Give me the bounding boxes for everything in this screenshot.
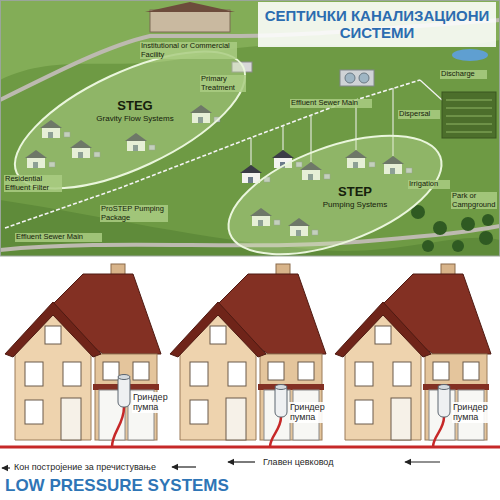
flow-arrow bbox=[172, 466, 196, 467]
system-region: STEPPumping Systems bbox=[220, 140, 450, 250]
flow-arrow bbox=[2, 467, 10, 468]
region-text: STEPPumping Systems bbox=[315, 184, 395, 209]
region-outline-svg bbox=[220, 140, 450, 250]
system-region: STEGGravity Flow Systems bbox=[0, 50, 260, 190]
tree bbox=[479, 231, 493, 245]
region-subtitle: Gravity Flow Systems bbox=[85, 114, 185, 124]
callout-label: Effluent Sewer Main bbox=[290, 99, 372, 108]
tree bbox=[452, 240, 464, 252]
grinder-pump bbox=[438, 385, 450, 417]
callout-label: Institutional or Commercial Facility bbox=[140, 42, 237, 59]
landscape-hill bbox=[0, 0, 500, 80]
dispersal-field bbox=[442, 92, 496, 138]
callout-label: Discharge bbox=[440, 70, 487, 79]
region-heading: STEG bbox=[85, 98, 185, 114]
field-stripes bbox=[446, 100, 492, 132]
discharge-water bbox=[452, 49, 488, 61]
tree bbox=[482, 214, 494, 226]
part-label: Гриндер пумпа bbox=[289, 402, 333, 423]
callout-label: Irrigation bbox=[408, 180, 450, 189]
flow-arrow bbox=[228, 461, 255, 462]
region-heading: STEP bbox=[315, 184, 395, 200]
region-outline bbox=[0, 24, 264, 217]
main-pipe bbox=[0, 446, 500, 449]
treatment-tank bbox=[359, 73, 369, 83]
callout-label: Residential Effluent Filter bbox=[4, 175, 62, 192]
diagram-caption: LOW PRESSURE SYSTEMS bbox=[5, 476, 229, 496]
service-pipe bbox=[270, 417, 281, 447]
facility-building bbox=[150, 10, 230, 32]
part-label: Главен цевковод bbox=[262, 457, 334, 467]
callout-label: Effluent Sewer Main bbox=[15, 233, 102, 242]
callout-label: Dispersal bbox=[398, 110, 440, 119]
service-pipe bbox=[112, 407, 124, 447]
pump-lid bbox=[275, 385, 287, 390]
region-outline bbox=[213, 112, 456, 279]
tree bbox=[422, 240, 434, 252]
callout-label: Primary Treatment bbox=[200, 75, 246, 92]
grinder-pump bbox=[275, 385, 287, 417]
facility-roof bbox=[145, 2, 235, 12]
dispersal-line bbox=[420, 80, 442, 100]
tree bbox=[433, 221, 447, 235]
region-subtitle: Pumping Systems bbox=[315, 200, 395, 210]
treatment-plant bbox=[340, 70, 374, 86]
diagram-title: СЕПТИЧКИ КАНАЛИЗАЦИОНИ СИСТЕМИ bbox=[258, 2, 496, 47]
region-text: STEGGravity Flow Systems bbox=[85, 98, 185, 123]
grinder-pump bbox=[118, 375, 130, 407]
tree bbox=[461, 217, 475, 231]
part-label: Гриндер пумпа bbox=[452, 402, 496, 423]
part-label: Гриндер пумпа bbox=[132, 392, 176, 413]
house bbox=[5, 264, 161, 440]
flow-arrow bbox=[405, 461, 440, 462]
callout-label: ProSTEP Pumping Package bbox=[100, 205, 168, 222]
callout-label: Park or Campground bbox=[451, 192, 497, 209]
treatment-tank bbox=[345, 73, 355, 83]
part-label: Кон постројение за пречистување bbox=[13, 462, 157, 472]
pump-lid bbox=[438, 385, 450, 390]
pump-lid bbox=[118, 375, 130, 380]
service-pipe bbox=[433, 417, 444, 447]
